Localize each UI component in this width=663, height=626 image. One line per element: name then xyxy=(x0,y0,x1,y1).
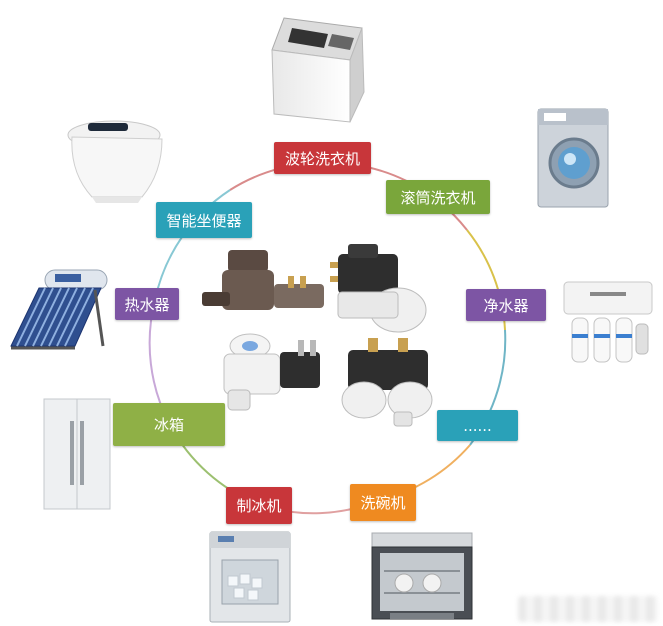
pulsator-washer-image xyxy=(266,14,368,126)
label-more: ...... xyxy=(437,410,518,441)
solenoid-valves-image xyxy=(198,240,446,430)
water-purifier-image xyxy=(560,278,656,374)
refrigerator-image xyxy=(42,397,112,511)
watermark xyxy=(518,596,658,622)
label-smart-toilet: 智能坐便器 xyxy=(156,202,252,238)
label-dishwasher: 洗碗机 xyxy=(350,484,416,521)
smart-toilet-image xyxy=(62,113,170,205)
dishwasher-image xyxy=(370,531,474,621)
label-ice-maker: 制冰机 xyxy=(226,487,292,524)
label-drum-washer: 滚筒洗衣机 xyxy=(386,180,490,214)
label-refrigerator: 冰箱 xyxy=(113,403,225,446)
water-heater-image xyxy=(5,266,109,354)
label-water-heater: 热水器 xyxy=(115,288,179,320)
label-water-purifier: 净水器 xyxy=(466,289,546,321)
label-pulsator-washer: 波轮洗衣机 xyxy=(274,142,371,174)
drum-washer-image xyxy=(536,107,610,209)
ice-maker-image xyxy=(208,530,292,624)
